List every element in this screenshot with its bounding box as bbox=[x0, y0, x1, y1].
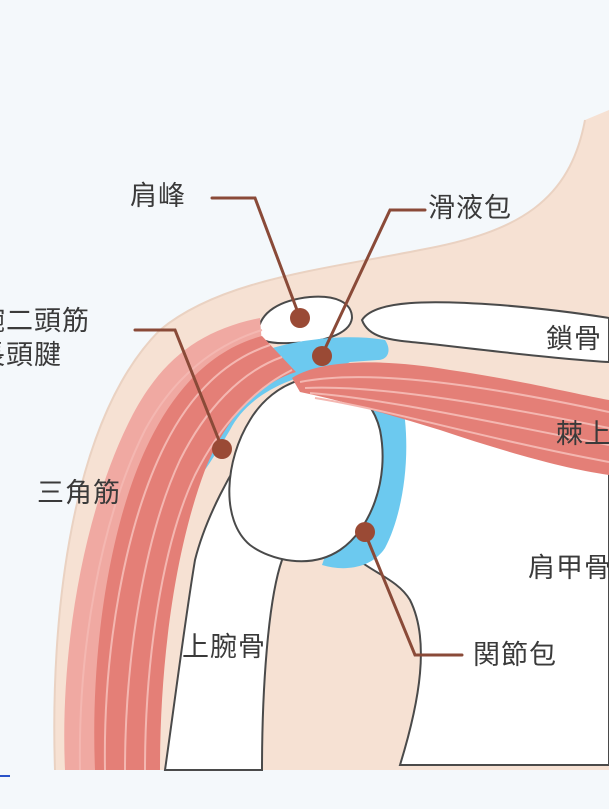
label-acromion: 肩峰 bbox=[130, 183, 186, 210]
label-deltoid: 三角筋 bbox=[37, 480, 121, 507]
label-joint-capsule: 関節包 bbox=[473, 642, 557, 669]
label-humerus: 上腕骨 bbox=[182, 634, 266, 661]
label-scapula: 肩甲骨 bbox=[528, 555, 609, 582]
label-bursa: 滑液包 bbox=[428, 195, 512, 222]
edge-marker bbox=[0, 775, 10, 777]
dot-joint-capsule bbox=[355, 522, 375, 542]
label-clavicle: 鎖骨 bbox=[546, 326, 602, 353]
label-supraspinatus: 棘上 bbox=[556, 421, 609, 448]
dot-biceps bbox=[212, 439, 232, 459]
label-biceps-line1: 腕二頭筋 bbox=[0, 308, 90, 335]
dot-bursa bbox=[312, 346, 332, 366]
label-biceps-line2: 長頭腱 bbox=[0, 342, 62, 369]
dot-acromion bbox=[290, 308, 310, 328]
